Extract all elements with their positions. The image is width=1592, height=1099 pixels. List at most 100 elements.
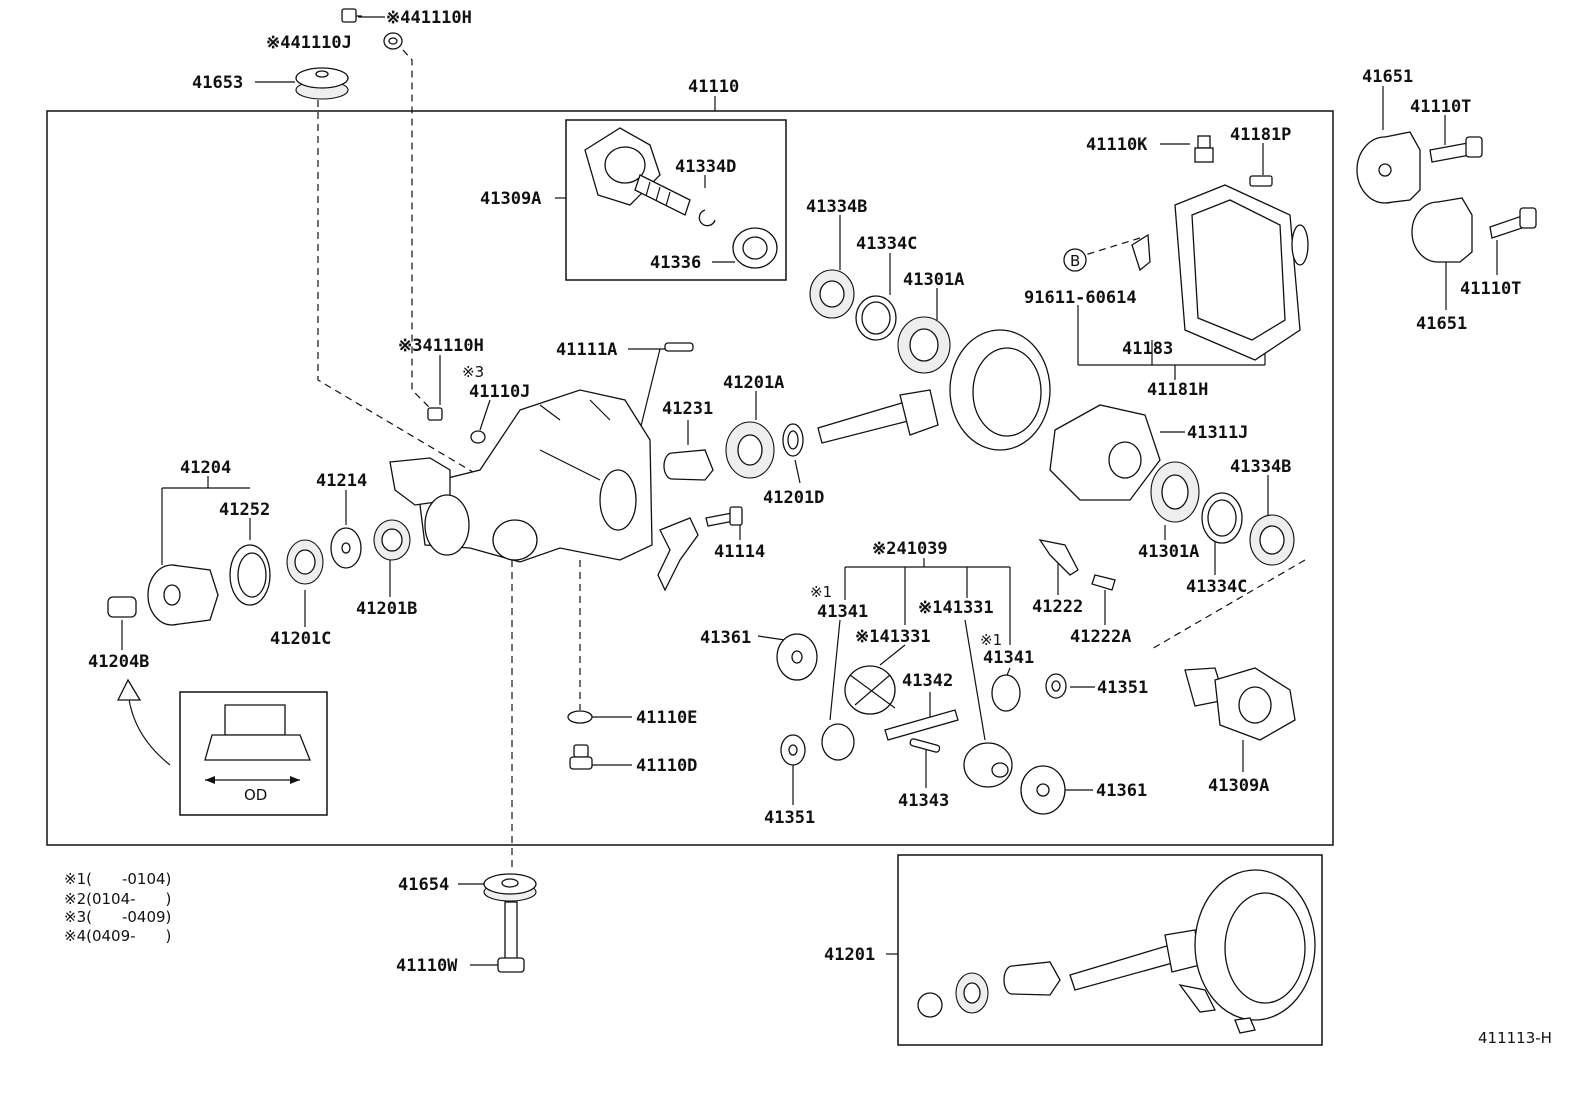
label-41351-b: 41351: [764, 808, 815, 828]
bolt-41181p: [1249, 175, 1273, 187]
breather-41110k: [1194, 135, 1214, 163]
nut-41204b: [107, 596, 137, 618]
pin-41111a: [664, 342, 694, 352]
label-41341-b: 41341: [983, 648, 1034, 668]
washer-41110e: [567, 710, 593, 724]
label-41201c: 41201C: [270, 629, 331, 649]
bearing-41334b-mid: [1249, 514, 1295, 566]
label-41110j-mid: 41110J: [469, 382, 530, 402]
label-41336: 41336: [650, 253, 701, 273]
cushion-41651-top: [1356, 131, 1421, 204]
bolt-41110t-top: [1429, 136, 1483, 163]
bolt-41110t-bottom: [1489, 207, 1537, 239]
seal-41201c: [286, 539, 324, 585]
main-assembly-frame: [46, 110, 1334, 846]
label-41334b-top: 41334B: [806, 197, 867, 217]
label-41110: 41110: [688, 77, 739, 97]
plug-41110d: [569, 744, 593, 770]
bearing-41201a: [725, 421, 775, 479]
washer-41361-b: [1020, 765, 1066, 815]
label-41654: 41654: [398, 875, 449, 895]
label-41342: 41342: [902, 671, 953, 691]
label-41651-top: 41651: [1362, 67, 1413, 87]
label-41181p: 41181P: [1230, 125, 1291, 145]
pinion-41341-b: [991, 674, 1021, 712]
label-41183: 41183: [1122, 339, 1173, 359]
arrow-head: [116, 678, 142, 701]
ring-gear: [949, 329, 1051, 451]
dash-line-41309a: [1149, 559, 1306, 651]
bolt-41110h-top: [341, 8, 362, 23]
label-41301a-mid: 41301A: [1138, 542, 1199, 562]
companion-flange-41309a-top: [584, 127, 691, 216]
label-41331-a: ※141331: [855, 627, 931, 647]
label-41331-b: ※141331: [918, 598, 994, 618]
label-41311j: 41311J: [1187, 423, 1248, 443]
label-41231: 41231: [662, 399, 713, 419]
cushion-41654: [483, 873, 537, 902]
bearing-41301a-top: [897, 316, 951, 374]
washer-41110j-top: [383, 32, 403, 50]
cover-41181h: [1174, 184, 1309, 361]
carrier-housing-41110: [389, 389, 653, 563]
label-41214: 41214: [316, 471, 367, 491]
companion-flange-detail-box: [565, 119, 787, 281]
spacer-41231: [663, 449, 714, 481]
label-41110w: 41110W: [396, 956, 458, 976]
note-3: ※3( -0409): [64, 908, 171, 926]
label-41341-a: 41341: [817, 602, 868, 622]
label-41110h-mid: ※341110H: [398, 336, 484, 356]
washer-41351-a: [1045, 673, 1067, 699]
nut-detail-box: [179, 691, 328, 816]
bearing-41201b: [373, 519, 411, 561]
cushion-41651-bottom: [1411, 197, 1473, 263]
ring-gear-set-box: [897, 854, 1323, 1046]
figure-number: 411113-H: [1478, 1029, 1552, 1047]
label-41204: 41204: [180, 458, 231, 478]
label-41309a-bottom: 41309A: [1208, 776, 1269, 796]
bolt-41114: [705, 506, 743, 527]
label-41252: 41252: [219, 500, 270, 520]
label-41201a: 41201A: [723, 373, 784, 393]
washer-41110j-mid: [470, 430, 486, 444]
note-2: ※2(0104- ): [64, 890, 171, 908]
cushion-41653: [295, 67, 349, 100]
label-41651-bottom: 41651: [1416, 314, 1467, 334]
label-41361-a: 41361: [700, 628, 751, 648]
label-41110k: 41110K: [1086, 135, 1148, 155]
label-mark-1-b: ※1: [980, 631, 1002, 649]
label-mark-3: ※3: [462, 363, 484, 381]
arrow-curve: [127, 689, 171, 766]
shim-41201d: [782, 423, 804, 457]
pin-41343: [909, 738, 941, 753]
shim-41334c-top: [855, 295, 897, 341]
label-41343: 41343: [898, 791, 949, 811]
seal-41336: [732, 227, 778, 269]
nut-od-detail: [204, 704, 311, 784]
side-gear-41331-b: [963, 742, 1013, 788]
label-41334b-mid: 41334B: [1230, 457, 1291, 477]
shim-41334c-mid: [1201, 492, 1243, 544]
bearing-cap: [657, 517, 699, 592]
dash-line-41110j: [402, 49, 431, 409]
dash-line-41653: [317, 100, 521, 501]
label-41114: 41114: [714, 542, 765, 562]
flange-41204: [147, 564, 219, 626]
bearing-41334b-top: [809, 269, 855, 319]
ring-gear-set-41201: [917, 869, 1316, 1034]
snap-ring-41334d: [698, 209, 716, 227]
washer-41361-a: [776, 633, 818, 681]
note-4: ※4(0409- ): [64, 927, 171, 945]
label-41204b: 41204B: [88, 652, 149, 672]
label-mark-1-a: ※1: [810, 583, 832, 601]
label-41110d: 41110D: [636, 756, 697, 776]
label-41110j-top: ※441110J: [266, 33, 352, 53]
note-1: ※1( -0104): [64, 870, 171, 888]
companion-flange-41309a-bottom: [1184, 667, 1296, 741]
label-41111a: 41111A: [556, 340, 617, 360]
label-41222: 41222: [1032, 597, 1083, 617]
label-41181h: 41181H: [1147, 380, 1208, 400]
label-b: B: [1070, 252, 1080, 270]
